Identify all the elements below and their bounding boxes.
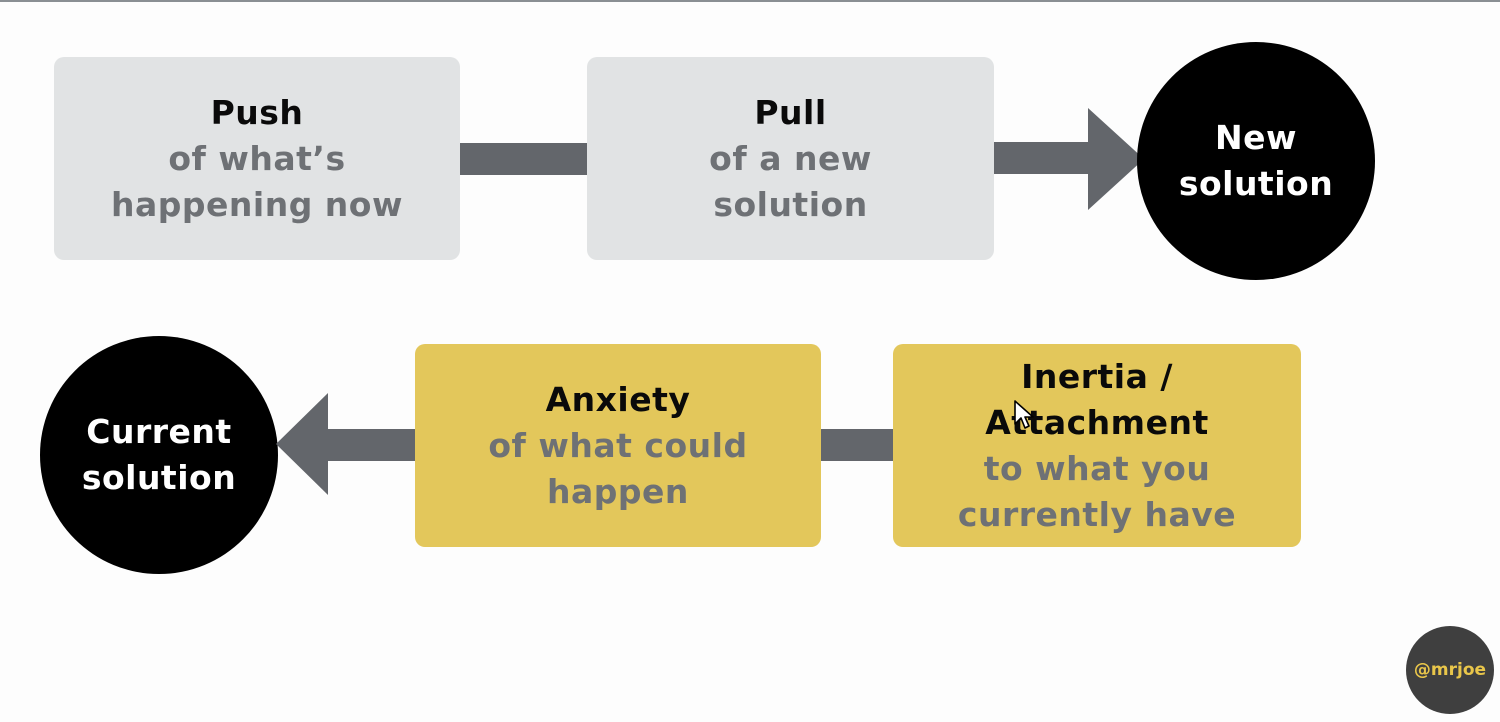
anxiety-sub-line-1: of what could	[488, 425, 748, 465]
top-rule	[0, 0, 1500, 2]
inertia-to-anxiety-connector	[821, 429, 894, 461]
pull-heading: Pull	[754, 92, 827, 132]
inertia-heading-line-1: Inertia /	[1021, 356, 1173, 396]
anxiety-heading: Anxiety	[545, 379, 691, 419]
author-handle: @mrjoe	[1413, 660, 1487, 680]
push-to-pull-connector	[460, 143, 588, 175]
inertia-sub-line-1: to what you	[983, 448, 1211, 488]
anxiety-sub-line-2: happen	[547, 471, 689, 511]
current-solution-circle: Current solution	[40, 336, 278, 574]
right-arrow-icon	[1088, 108, 1144, 210]
left-arrow-icon	[276, 393, 328, 495]
new-solution-line-1: New	[1215, 118, 1297, 157]
pull-sub-line-1: of a new	[709, 138, 872, 178]
mouse-pointer-icon	[1014, 400, 1034, 429]
inertia-box: Inertia / Attachment to what you current…	[893, 344, 1301, 547]
inertia-sub-line-2: currently have	[957, 494, 1237, 534]
anxiety-arrow-shaft	[325, 429, 417, 461]
current-solution-line-1: Current	[86, 412, 232, 451]
pull-box: Pull of a new solution	[587, 57, 994, 260]
push-box: Push of what’s happening now	[54, 57, 460, 260]
push-sub-line-1: of what’s	[168, 138, 346, 178]
pull-arrow-shaft	[994, 142, 1092, 174]
current-solution-line-2: solution	[81, 458, 237, 497]
author-badge: @mrjoe	[1406, 626, 1494, 714]
push-sub-line-2: happening now	[111, 184, 403, 224]
push-heading: Push	[210, 92, 304, 132]
pull-sub-line-2: solution	[713, 184, 868, 224]
new-solution-line-2: solution	[1178, 164, 1334, 203]
anxiety-box: Anxiety of what could happen	[415, 344, 821, 547]
new-solution-circle: New solution	[1137, 42, 1375, 280]
